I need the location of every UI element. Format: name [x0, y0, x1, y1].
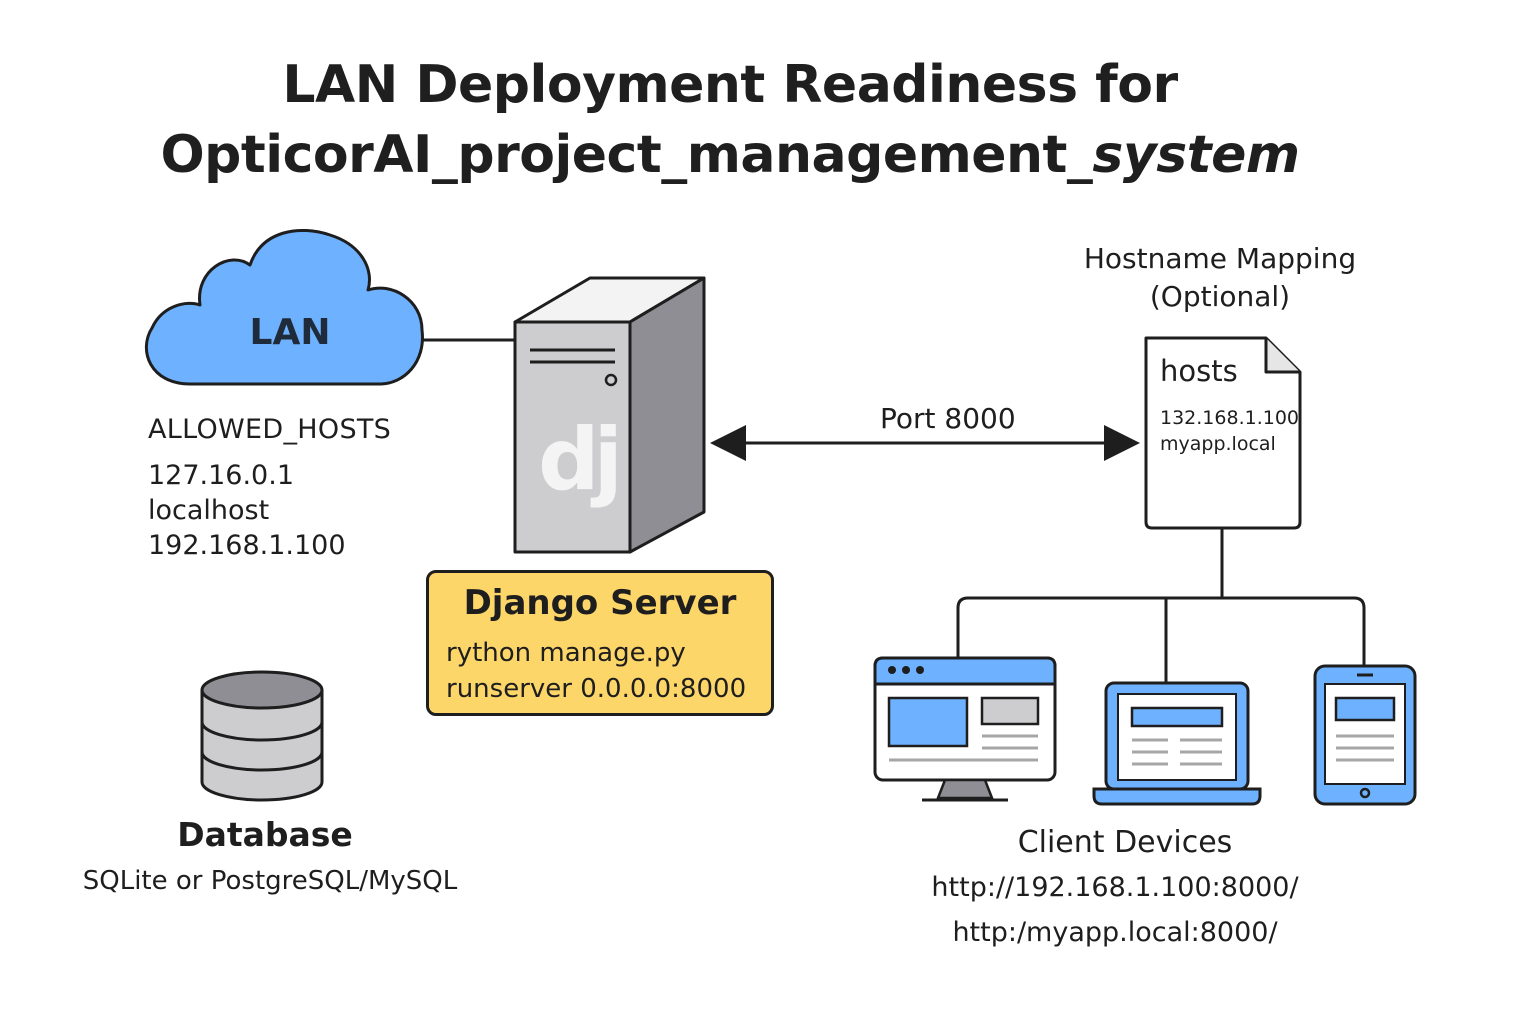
desktop-monitor-icon [873, 656, 1057, 802]
hostname-mapping-subtitle: (Optional) [1149, 280, 1291, 313]
hostname-mapping-title: Hostname Mapping [1083, 242, 1357, 275]
server-command-line1: rython manage.py [446, 638, 686, 668]
hosts-file-title: hosts [1160, 354, 1238, 388]
allowed-host-item: localhost [148, 495, 270, 526]
client-devices-title: Client Devices [1017, 825, 1233, 860]
database-title: Database [177, 815, 353, 854]
tablet-icon [1313, 664, 1417, 806]
database-icon [200, 670, 324, 802]
document-icon [1144, 336, 1302, 530]
client-tree-lines [956, 528, 1366, 683]
page-title-line2-italic: system [1092, 125, 1300, 185]
hosts-file-ip: 132.168.1.100 [1160, 407, 1300, 429]
cloud-icon [144, 228, 424, 386]
laptop-icon [1092, 681, 1262, 806]
server-tower-icon [513, 276, 706, 554]
database-subtitle: SQLite or PostgreSQL/MySQL [82, 866, 458, 896]
page-title-line2: OpticorAI_project_management_system [0, 125, 1460, 185]
port-label: Port 8000 [880, 402, 1016, 435]
server-command-line2: runserver 0.0.0.0:8000 [446, 674, 747, 704]
client-url-ip: http://192.168.1.100:8000/ [931, 872, 1299, 903]
server-title: Django Server [463, 583, 737, 623]
cloud-label: LAN [249, 312, 331, 353]
page-title-line1: LAN Deployment Readiness for [282, 55, 1178, 115]
hosts-file-hostname: myapp.local [1160, 433, 1276, 455]
page-title-line2-main: OpticorAI_project_management_ [160, 125, 1093, 185]
client-url-hostname: http:/myapp.local:8000/ [952, 917, 1278, 948]
django-logo: dj [538, 410, 623, 510]
allowed-host-item: 127.16.0.1 [148, 460, 294, 491]
allowed-hosts-title: ALLOWED_HOSTS [148, 414, 392, 445]
allowed-host-item: 192.168.1.100 [148, 530, 346, 561]
django-server-box [426, 570, 774, 716]
